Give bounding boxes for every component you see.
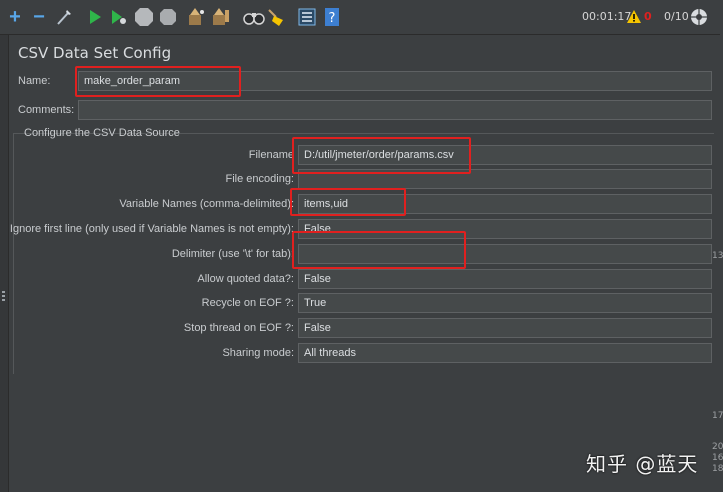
sharing-mode-label: Sharing mode: (222, 347, 294, 359)
splitter-grip-icon[interactable] (2, 291, 5, 303)
remove-icon[interactable]: − (33, 6, 45, 28)
ignore-first-line-select[interactable]: False (298, 219, 712, 239)
variable-names-label: Variable Names (comma-delimited): (119, 198, 294, 210)
start-icon[interactable] (85, 7, 105, 27)
file-encoding-field[interactable] (298, 169, 712, 189)
edge-number: 18 (712, 464, 723, 474)
csv-source-group (13, 133, 714, 374)
delimiter-label: Delimiter (use '\t' for tab): (171, 248, 294, 260)
allow-quoted-data-select[interactable]: False (298, 269, 712, 289)
page-title: CSV Data Set Config (18, 44, 172, 62)
file-encoding-label: File encoding: (225, 173, 295, 185)
highlight-name (75, 66, 241, 97)
remote-globe-icon[interactable] (690, 8, 708, 29)
recycle-on-eof-label: Recycle on EOF ?: (201, 297, 294, 309)
edge-number: 17 (712, 411, 723, 421)
highlight-variable-names (290, 188, 406, 216)
comments-field[interactable] (78, 100, 712, 120)
stop-thread-on-eof-label: Stop thread on EOF ?: (183, 322, 294, 334)
ignore-first-line-label: Ignore first line (only used if Variable… (9, 223, 294, 235)
sharing-mode-select[interactable]: All threads (298, 343, 712, 363)
warning-icon[interactable] (626, 9, 642, 27)
tree-splitter[interactable] (0, 35, 9, 492)
svg-text:?: ? (329, 11, 336, 26)
active-threads: 0/10 (664, 10, 689, 23)
stop-thread-on-eof-select[interactable]: False (298, 318, 712, 338)
filename-field[interactable]: D:/util/jmeter/order/params.csv (298, 145, 712, 165)
stop-icon[interactable] (133, 7, 155, 27)
watermark: 知乎 @蓝天 (586, 452, 699, 476)
name-label: Name: (18, 75, 51, 87)
filename-label: Filename (248, 149, 294, 161)
warning-count: 0 (644, 10, 652, 23)
comments-label: Comments: (18, 104, 75, 116)
start-no-pauses-icon[interactable] (109, 7, 129, 27)
add-icon[interactable]: + (9, 6, 21, 28)
clear-all-icon[interactable] (186, 7, 206, 27)
edge-number: 20 (712, 442, 723, 452)
function-helper-icon[interactable] (297, 7, 317, 27)
recycle-on-eof-select[interactable]: True (298, 293, 712, 313)
edge-number: 16 (712, 453, 723, 463)
variable-names-field[interactable]: items,uid (298, 194, 712, 214)
right-edge (712, 35, 720, 492)
elapsed-time: 00:01:17 (582, 10, 632, 23)
help-icon[interactable]: ? (322, 7, 342, 27)
allow-quoted-data-label: Allow quoted data?: (197, 273, 294, 285)
binoculars-search-icon[interactable] (242, 7, 266, 27)
group-title: Configure the CSV Data Source (24, 127, 180, 139)
edge-number: 13 (712, 251, 723, 261)
shutdown-icon[interactable] (158, 7, 178, 27)
highlight-delimiter (292, 231, 466, 269)
clear-wand-icon[interactable] (54, 7, 74, 27)
name-field[interactable]: make_order_param (78, 71, 712, 91)
toolbar: + − ? 00:01:17 0 0/10 (0, 0, 720, 35)
clear-everything-icon[interactable] (211, 7, 231, 27)
delimiter-field[interactable] (298, 244, 712, 264)
reset-search-broom-icon[interactable] (266, 7, 286, 27)
highlight-filename (292, 137, 471, 174)
